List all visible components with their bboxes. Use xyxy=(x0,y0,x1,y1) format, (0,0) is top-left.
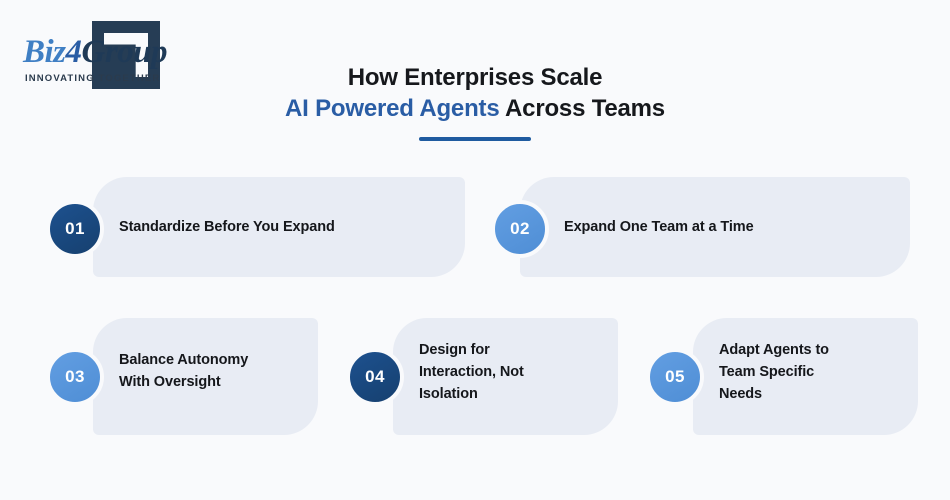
list-item[interactable] xyxy=(93,177,465,277)
list-item-label: Balance Autonomy With Oversight xyxy=(119,352,249,390)
page-title: How Enterprises Scale AI Powered Agents … xyxy=(0,62,950,141)
list-item-label: Design for Interaction, Not Isolation xyxy=(419,342,524,402)
list-item[interactable] xyxy=(93,318,318,435)
logo-tagline: INNOVATING TOGETHER xyxy=(25,73,161,84)
step-number-badge: 03 xyxy=(46,348,104,406)
logo-word-group: Group xyxy=(81,34,168,70)
logo-word-four: 4 xyxy=(65,34,83,70)
step-number-badge: 04 xyxy=(346,348,404,406)
title-line-1: How Enterprises Scale xyxy=(347,64,603,91)
brand-logo: Biz4Group INNOVATING TOGETHER xyxy=(20,18,180,90)
title-accent-text: AI Powered Agents xyxy=(285,95,500,122)
list-item[interactable] xyxy=(393,318,618,435)
step-number-badge: 01 xyxy=(46,200,104,258)
step-number-badge: 02 xyxy=(491,200,549,258)
logo-word-biz: Biz xyxy=(23,34,66,70)
list-item-label: Standardize Before You Expand xyxy=(119,219,335,235)
bracket-square-icon xyxy=(92,21,160,89)
list-item[interactable] xyxy=(693,318,918,435)
step-number-badge: 05 xyxy=(646,348,704,406)
list-item-label: Expand One Team at a Time xyxy=(564,219,754,235)
title-trailing-text: Across Teams xyxy=(499,95,665,122)
logo-wordmark: Biz4Group xyxy=(23,34,168,71)
title-underline-rule xyxy=(419,137,531,141)
list-item-label: Adapt Agents to Team Specific Needs xyxy=(719,342,829,402)
title-line-2: AI Powered Agents Across Teams xyxy=(0,93,950,124)
list-item[interactable] xyxy=(520,177,910,277)
